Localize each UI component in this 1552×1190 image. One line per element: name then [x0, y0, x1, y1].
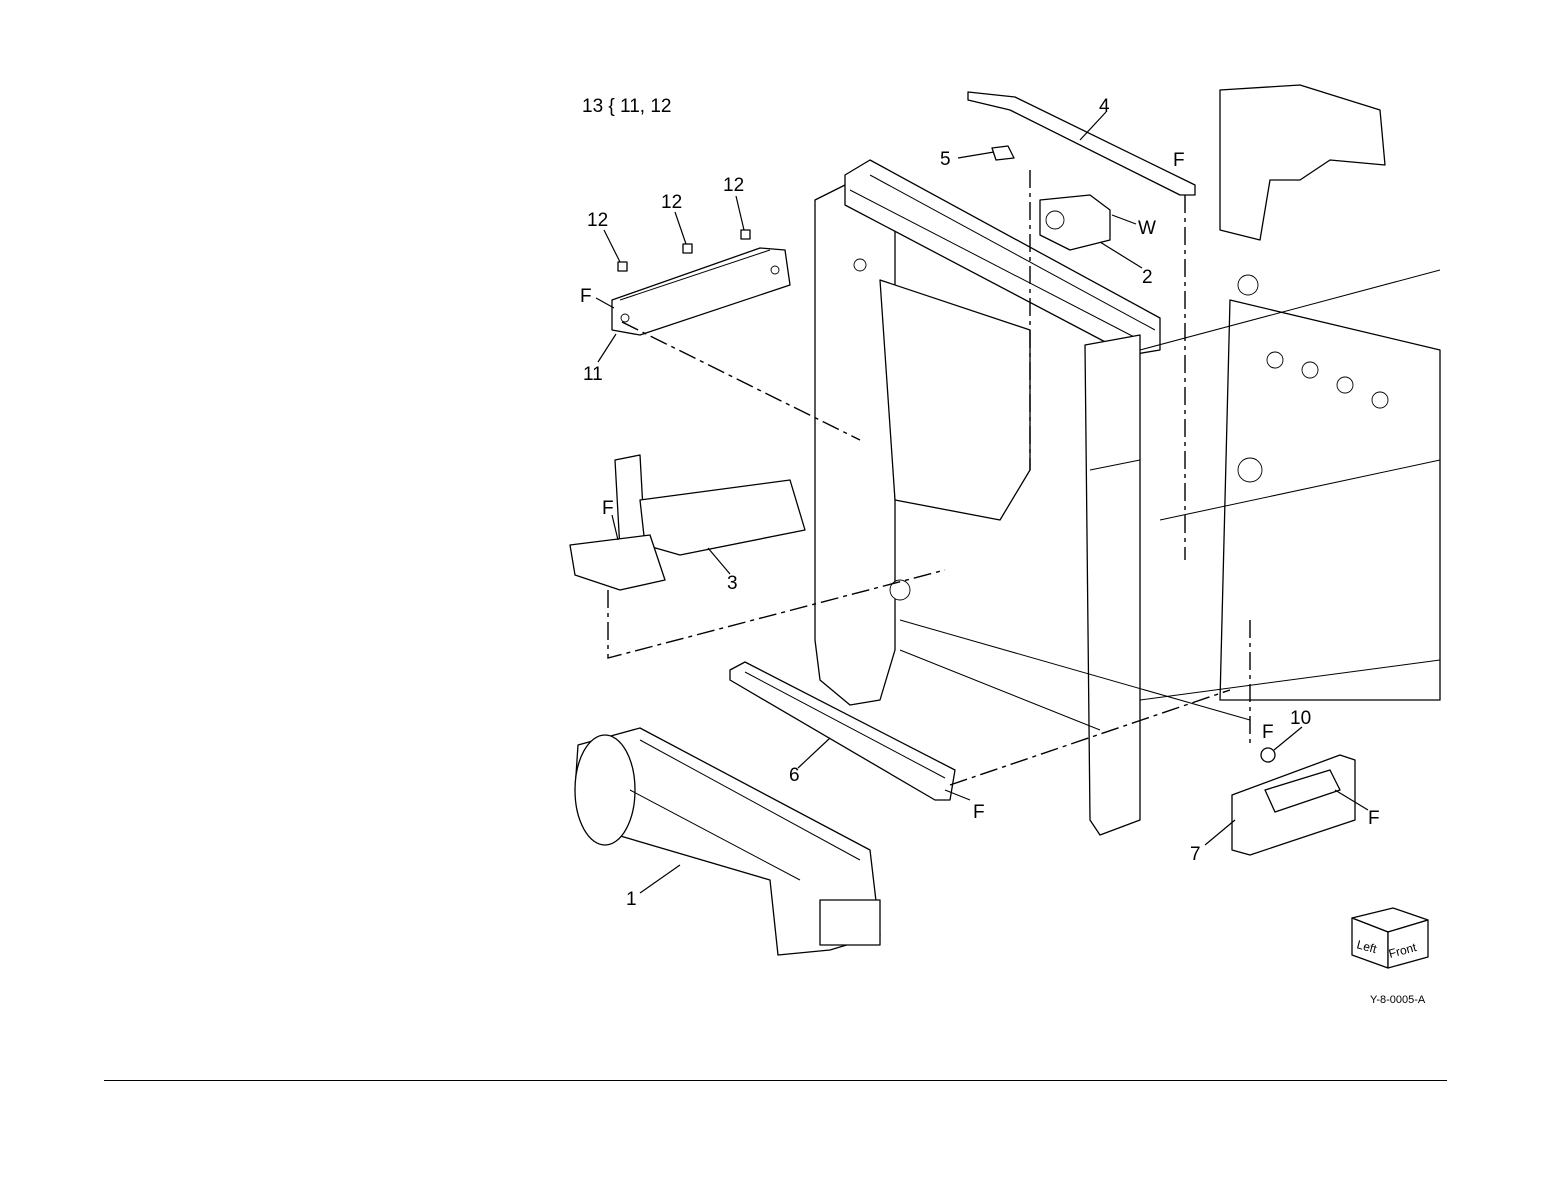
callout-10: 10 — [1290, 708, 1311, 729]
part-5-clip — [992, 146, 1014, 160]
figure-id: Y-8-0005-A — [1370, 994, 1426, 1006]
callout-2: 2 — [1142, 267, 1153, 288]
callout-7: 7 — [1190, 844, 1201, 865]
callout-f-mid: F — [602, 498, 614, 519]
callout-5: 5 — [940, 149, 951, 170]
callout-f-far-right: F — [1368, 808, 1380, 829]
main-frame — [815, 85, 1440, 835]
callout-12-c: 12 — [723, 175, 744, 196]
callout-4: 4 — [1099, 96, 1110, 117]
callout-1: 1 — [626, 889, 637, 910]
callout-f-left: F — [580, 286, 592, 307]
orientation-cube: Left Front — [1352, 908, 1428, 968]
callout-f-top: F — [1173, 150, 1185, 171]
callout-12-b: 12 — [661, 192, 682, 213]
part-7-handle-cover — [1232, 755, 1355, 855]
part-2-sensor-assembly — [1040, 195, 1110, 250]
part-11-bracket — [612, 248, 790, 335]
footer-rule — [104, 1080, 1447, 1081]
kit-note: 13 { 11, 12 — [582, 96, 671, 117]
part-12-nut-a — [618, 262, 627, 271]
callout-w: W — [1138, 218, 1156, 239]
part-12-nut-c — [741, 230, 750, 239]
part-3-guide-assembly — [570, 455, 805, 590]
callout-12-a: 12 — [587, 210, 608, 231]
part-1-drum-cartridge — [575, 728, 880, 955]
part-10-screw — [1261, 748, 1275, 762]
part-12-nut-b — [683, 244, 692, 253]
callout-6: 6 — [789, 765, 800, 786]
part-4-top-rail — [968, 92, 1195, 195]
callout-3: 3 — [727, 573, 738, 594]
callout-f-bottom: F — [973, 802, 985, 823]
callout-f-right: F — [1262, 722, 1274, 743]
callout-11: 11 — [583, 364, 603, 385]
